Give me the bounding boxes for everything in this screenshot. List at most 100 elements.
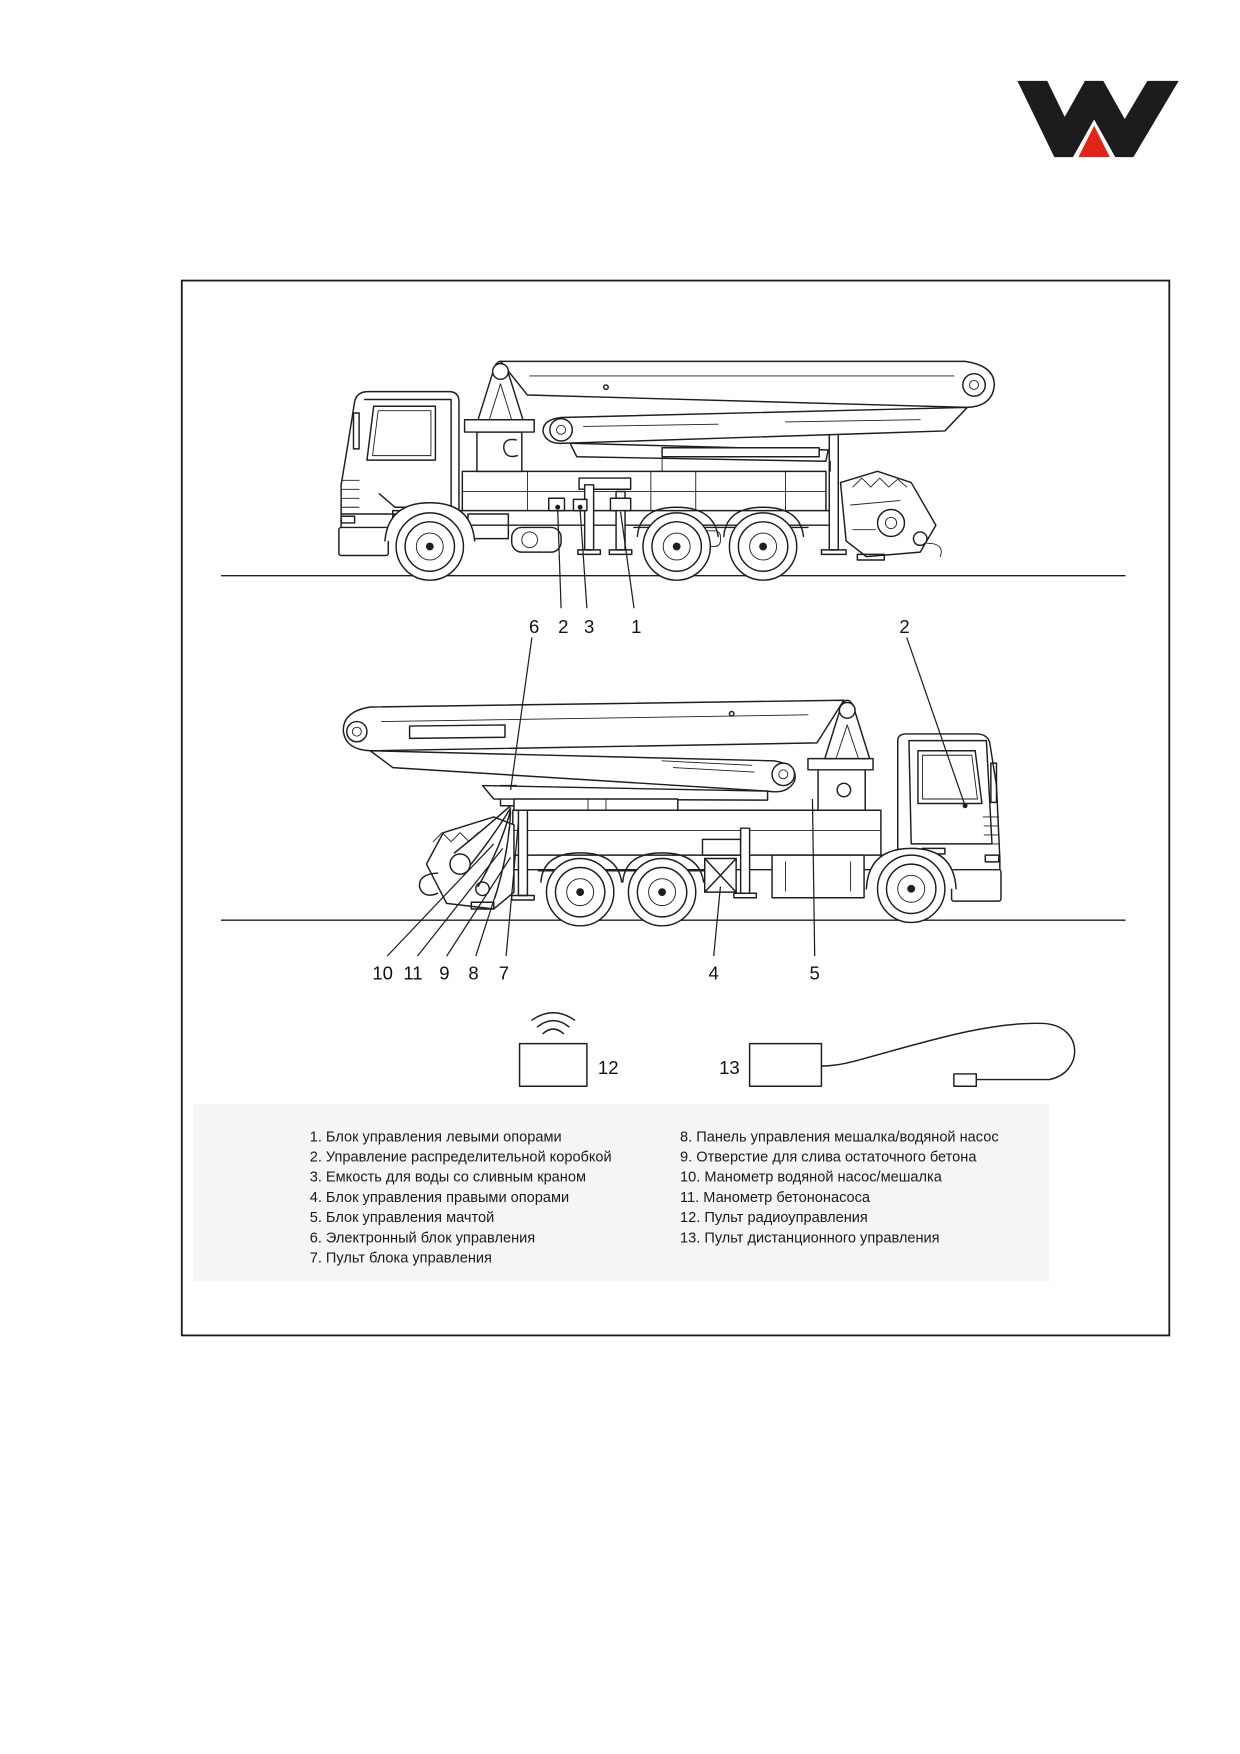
hub-cap xyxy=(576,888,585,897)
boom-knuckle xyxy=(346,720,368,743)
legend-item: 1. Блок управления левыми опорами xyxy=(310,1129,562,1145)
subframe-ribs xyxy=(526,470,786,512)
control-hoses xyxy=(453,805,512,899)
delivery-pipe-rack-divider xyxy=(587,798,607,811)
front-outrigger-leg xyxy=(739,827,751,895)
clean-out-port xyxy=(475,881,490,897)
front-wheel xyxy=(395,512,465,581)
leader-line-10 xyxy=(386,843,495,957)
legend-item: 7. Пульт блока управления xyxy=(310,1250,492,1266)
boom-pivot xyxy=(602,384,609,391)
rim xyxy=(651,521,703,572)
callout-dot xyxy=(577,504,583,510)
rear-wheel xyxy=(642,512,712,581)
leader-line-5 xyxy=(811,799,816,957)
wheel-arch xyxy=(622,852,705,883)
hub-cap xyxy=(907,884,916,893)
wheel-arch xyxy=(540,852,623,883)
lower-callouts: 10 11 9 8 7 4 5 xyxy=(372,963,819,984)
left-outrigger-control-block xyxy=(609,497,632,512)
callout-11: 11 xyxy=(403,963,422,984)
cab-window-inner xyxy=(372,410,432,457)
hydraulic-hose xyxy=(503,438,519,458)
headlight xyxy=(984,854,1000,863)
clean-out-port xyxy=(912,531,928,547)
outrigger-foot xyxy=(510,894,535,901)
outrigger-foot xyxy=(608,549,633,556)
subframe-body xyxy=(461,470,827,512)
mast-a-frame-inner xyxy=(488,383,513,421)
upper-truck-left-view xyxy=(221,360,1126,609)
hopper-agitator xyxy=(852,477,908,488)
hopper-stand xyxy=(470,901,495,910)
boom-knuckle-pin xyxy=(351,726,362,737)
delivery-pipe-hook xyxy=(418,872,439,896)
legend-item: 5. Блок управления мачтой xyxy=(310,1210,495,1226)
legend-item: 11. Манометр бетононасоса xyxy=(680,1190,871,1206)
wheel-arch xyxy=(636,506,719,538)
front-bumper xyxy=(950,868,1002,902)
boom-cylinder xyxy=(583,419,921,427)
mast-pivot xyxy=(838,701,856,719)
hydraulic-oil-tank xyxy=(771,854,865,899)
legend-item: 2. Управление распределительной коробкой xyxy=(310,1149,612,1165)
legend-item: 6. Электронный блок управления xyxy=(310,1230,535,1246)
distribution-box-control xyxy=(548,497,566,512)
boom-section-1 xyxy=(499,360,995,409)
rim xyxy=(554,866,606,918)
company-logo xyxy=(1017,80,1179,158)
rim xyxy=(636,866,688,918)
slewing-ring xyxy=(807,757,874,771)
front-bumper xyxy=(338,526,390,557)
callout-10: 10 xyxy=(372,963,393,984)
boom-knuckle xyxy=(771,762,796,787)
callout-8: 8 xyxy=(468,963,478,984)
hub xyxy=(415,532,444,561)
wheel-arch xyxy=(723,506,805,538)
logo-red-triangle xyxy=(1078,125,1110,158)
cable-remote-control: 13 xyxy=(719,1022,1076,1088)
leader-line-4 xyxy=(713,886,722,957)
leader-line-8 xyxy=(475,893,497,957)
outrigger-foot xyxy=(577,549,602,556)
hub-cap xyxy=(658,888,667,897)
boom-section-2 xyxy=(542,406,969,445)
boom-knuckle xyxy=(962,372,986,397)
mast-pivot xyxy=(491,362,510,381)
leader-line-3 xyxy=(579,510,588,609)
cable-connector xyxy=(953,1073,978,1088)
legend-item: 4. Блок управления правыми опорами xyxy=(310,1190,569,1206)
legend-item: 8. Панель управления мешалка/водяной нас… xyxy=(680,1129,999,1145)
leader-line-6 xyxy=(509,637,533,791)
callout-5: 5 xyxy=(810,963,820,984)
boom-cylinder xyxy=(408,724,506,740)
callout-2-right: 2 xyxy=(899,616,909,637)
concrete-hopper xyxy=(839,470,937,558)
boom-section-3 xyxy=(481,784,769,801)
callout-13: 13 xyxy=(719,1057,740,1078)
callout-9: 9 xyxy=(439,963,449,984)
hopper-stand xyxy=(856,553,886,561)
hopper-detail xyxy=(850,500,942,558)
mast-control-unit xyxy=(836,782,852,798)
outrigger-beam xyxy=(578,477,632,491)
boom-pivot xyxy=(728,710,735,717)
rear-outrigger-leg xyxy=(517,798,529,897)
side-mirror xyxy=(990,762,998,804)
outrigger-foot xyxy=(820,549,847,556)
fuel-tank-cap xyxy=(521,531,538,549)
lower-truck-right-view xyxy=(221,637,1126,957)
legend-item: 12. Пульт радиоуправления xyxy=(680,1210,868,1226)
delivery-pipe-rack xyxy=(513,798,679,811)
outlet-pipe xyxy=(449,853,471,875)
leader-line-11 xyxy=(416,848,504,957)
side-mirror xyxy=(352,412,360,450)
cable-control-box xyxy=(748,1042,823,1088)
rim xyxy=(404,521,456,572)
hub xyxy=(648,878,676,907)
boom-cylinder-body xyxy=(661,447,820,458)
boom-section-1-line xyxy=(381,714,809,723)
legend-item: 10. Манометр водяной насос/мешалка xyxy=(680,1170,943,1186)
leader-line-7 xyxy=(505,821,520,957)
